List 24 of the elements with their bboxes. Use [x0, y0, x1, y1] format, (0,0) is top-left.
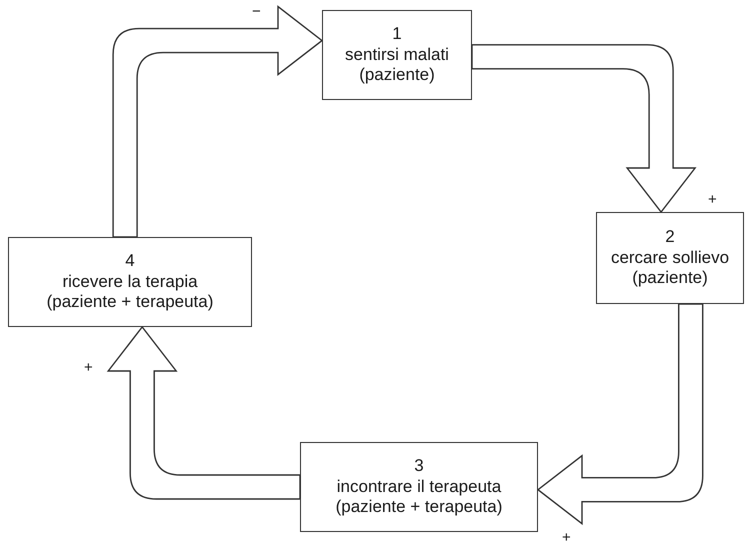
- sign-label: +: [562, 530, 571, 545]
- block-arrow: [108, 326, 301, 500]
- step-text: sentirsi malati: [345, 44, 449, 66]
- step-number: 4: [125, 251, 135, 272]
- step-text: (paziente + terapeuta): [336, 497, 502, 518]
- step-box: [300, 442, 538, 532]
- block-arrow: [537, 303, 704, 524]
- step-box: [8, 237, 252, 327]
- step-number: 3: [414, 456, 424, 477]
- block-arrow: [112, 6, 323, 238]
- step-text: (paziente): [359, 65, 435, 86]
- step-number: 1: [392, 24, 402, 45]
- sign-label: −: [252, 4, 261, 19]
- step-number: 2: [665, 227, 675, 248]
- step-text: cercare sollievo: [610, 248, 730, 268]
- sign-label: +: [84, 360, 93, 375]
- step-box: [596, 212, 744, 304]
- step-text: ricevere la terapia: [62, 272, 198, 292]
- step-text: (paziente): [632, 268, 708, 289]
- step-text: incontrare il terapeuta: [336, 476, 502, 498]
- sign-label: +: [708, 192, 717, 207]
- step-text: (paziente + terapeuta): [46, 292, 214, 313]
- block-arrow: [471, 44, 696, 213]
- step-box: [322, 10, 472, 100]
